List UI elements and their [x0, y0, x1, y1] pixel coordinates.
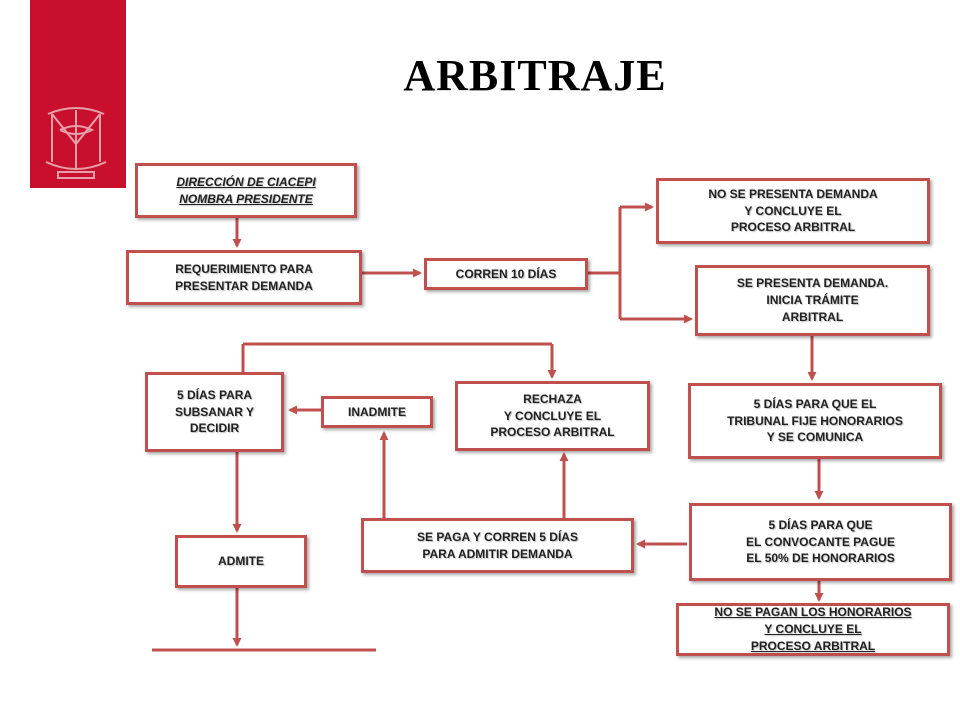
monogram-logo-icon	[45, 107, 107, 179]
node-requerimiento: REQUERIMIENTO PARA PRESENTAR DEMANDA	[126, 250, 362, 305]
node-presenta-demanda: SE PRESENTA DEMANDA. INICIA TRÁMITE ARBI…	[695, 265, 930, 336]
node-convocante-pague: 5 DÍAS PARA QUE EL CONVOCANTE PAGUE EL 5…	[689, 503, 952, 581]
node-inadmite: INADMITE	[321, 396, 433, 428]
node-direccion: DIRECCIÓN DE CIACEPI NOMBRA PRESIDENTE	[135, 163, 357, 218]
node-no-presenta-demanda: NO SE PRESENTA DEMANDA Y CONCLUYE EL PRO…	[656, 178, 930, 244]
node-no-pagan-honorarios: NO SE PAGAN LOS HONORARIOS Y CONCLUYE EL…	[676, 603, 950, 656]
node-tribunal-honorarios: 5 DÍAS PARA QUE EL TRIBUNAL FIJE HONORAR…	[688, 383, 942, 459]
brand-bar	[30, 0, 126, 188]
node-rechaza: RECHAZA Y CONCLUYE EL PROCESO ARBITRAL	[455, 381, 650, 451]
page-title: ARBITRAJE	[403, 51, 667, 100]
node-admite: ADMITE	[175, 535, 307, 588]
node-se-paga: SE PAGA Y CORREN 5 DÍAS PARA ADMITIR DEM…	[361, 518, 634, 573]
node-corren-10-dias: CORREN 10 DÍAS	[424, 258, 588, 290]
node-subsanar: 5 DÍAS PARA SUBSANAR Y DECIDIR	[145, 372, 284, 452]
